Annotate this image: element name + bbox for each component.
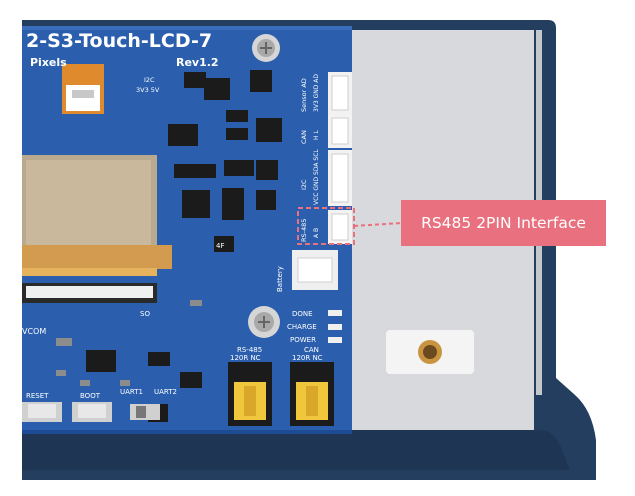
jumper-can (290, 362, 334, 426)
mounting-screw-top (252, 34, 280, 62)
jumper-rs485 (228, 362, 272, 426)
header-i2c (328, 150, 352, 206)
i2c-power-title: I2C (144, 76, 155, 84)
boot-label: BOOT (80, 392, 101, 400)
uart1-label: UART1 (120, 388, 143, 396)
header-sensor-ad (328, 72, 352, 114)
uart2-label: UART2 (154, 388, 177, 396)
led-charge-label: CHARGE (287, 323, 317, 331)
callout-leader (353, 222, 402, 227)
header-can-pins: H L (313, 130, 320, 140)
header-sensor-title: Sensor AD (300, 78, 308, 112)
reset-label: RESET (26, 392, 49, 400)
status-led-block (328, 310, 342, 343)
i2c-power-voltages: 3V3 5V (136, 86, 160, 94)
uart-switch (130, 404, 160, 420)
pixels-label: Pixels (30, 56, 67, 69)
header-sensor-pins: 3V3 GND AD (313, 74, 320, 112)
callout-rs485-label: RS485 2PIN Interface (401, 200, 606, 246)
jumper-rs485-sub: 120R NC (230, 354, 261, 362)
battery-connector (292, 250, 338, 290)
led-done-label: DONE (292, 310, 313, 318)
components (86, 70, 282, 422)
revision-label: Rev1.2 (176, 56, 219, 69)
header-can-title: CAN (300, 130, 308, 144)
header-can (328, 114, 352, 148)
vcom-label: VCOM (22, 327, 46, 336)
header-i2c-title: I2C (300, 179, 308, 190)
jumper-rs485-title: RS-485 (237, 346, 262, 354)
header-rs485 (328, 210, 352, 244)
battery-label: Battery (276, 266, 284, 292)
boot-button (72, 402, 112, 422)
header-rs485-pins: A B (313, 228, 320, 238)
mounting-screw-bottom (248, 306, 280, 338)
reset-button (22, 402, 62, 422)
jumper-can-sub: 120R NC (292, 354, 323, 362)
header-i2c-pins: VCC GND SDA SCL (313, 149, 320, 205)
board-name: 2-S3-Touch-LCD-7 (26, 30, 212, 52)
header-rs485-title: RS-485 (300, 219, 308, 242)
led-power-label: POWER (290, 336, 316, 344)
brass-standoff (386, 330, 474, 374)
chip-marking: 4F (216, 242, 224, 250)
jumper-can-title: CAN (304, 346, 319, 354)
so-label: SO (140, 310, 150, 318)
